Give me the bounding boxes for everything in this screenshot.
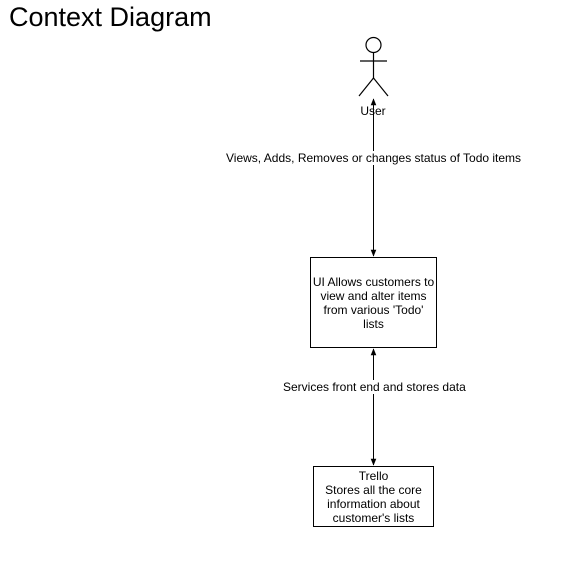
trello-node-line: customer's lists [332, 510, 415, 525]
edge-label-ui-trello: Services front end and stores data [282, 380, 467, 394]
trello-node-line: Stores all the core [325, 482, 422, 497]
actor-label-user: User [360, 104, 386, 118]
diagram-title: Context Diagram [9, 2, 212, 32]
trello-node-line: information about [327, 496, 420, 511]
trello-node[interactable]: Trello Stores all the core information a… [313, 466, 434, 527]
person-icon[interactable] [358, 36, 389, 97]
ui-node-line: from various 'Todo' [323, 302, 424, 317]
trello-node-line: Trello [358, 468, 389, 483]
ui-node[interactable]: UI Allows customers to view and alter it… [310, 257, 437, 348]
ui-node-line: UI Allows customers to [312, 274, 435, 289]
ui-node-line: lists [363, 316, 384, 331]
ui-node-line: view and alter items [320, 288, 427, 303]
edge-label-user-ui: Views, Adds, Removes or changes status o… [225, 151, 523, 165]
